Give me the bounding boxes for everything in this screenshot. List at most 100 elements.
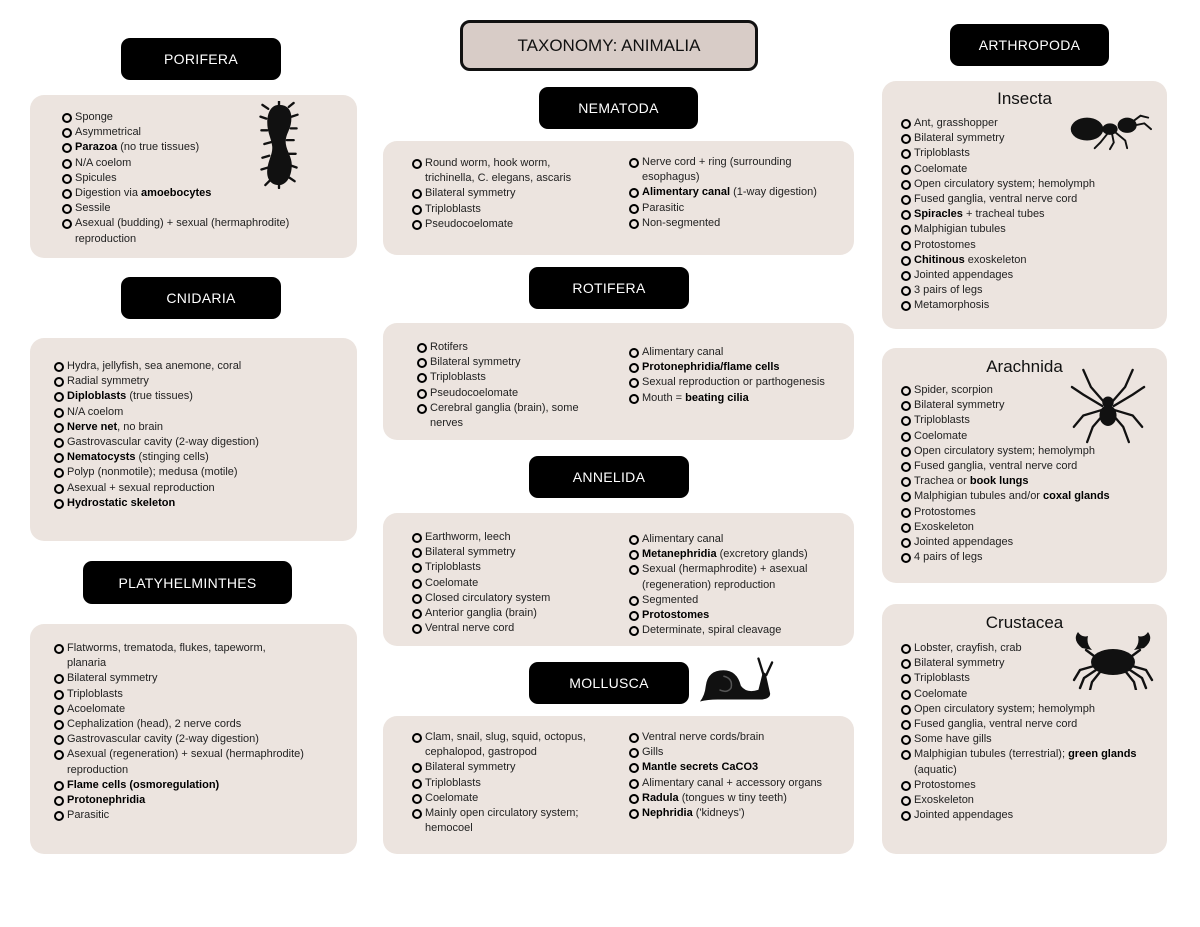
list-item: Triploblasts — [901, 413, 1163, 428]
item-text: Malphigian tubules and/or — [914, 490, 1044, 503]
list-item: Rotifers — [417, 340, 602, 355]
item-text: Jointed appendages — [914, 536, 1014, 549]
item-text: (stinging cells) — [135, 451, 209, 464]
list-item: Earthworm, leech — [412, 530, 607, 545]
list-item: Triploblasts — [901, 671, 1163, 686]
list-item: Sexual reproduction or parthogenesis — [629, 375, 829, 390]
crustacea-heading: Crustacea — [985, 613, 1064, 632]
list-item: Spiracles + tracheal tubes — [901, 207, 1163, 222]
item-text: Open circulatory system; hemolymph — [914, 444, 1095, 457]
bold-term: Alimentary canal — [642, 186, 731, 199]
item-text: Bilateral symmetry — [425, 761, 516, 774]
item-text: Open circulatory system; hemolymph — [914, 177, 1095, 190]
item-text: Triploblasts — [430, 371, 486, 384]
list-item: Jointed appendages — [901, 535, 1163, 550]
list-item: Ant, grasshopper — [901, 116, 1163, 131]
item-text: Alimentary canal — [642, 346, 724, 358]
item-text: Gastrovascular cavity (2-way digestion) — [67, 436, 259, 449]
item-text: (aquatic) — [914, 763, 957, 776]
item-text: Triploblasts — [914, 147, 970, 160]
item-text: Round worm, hook worm, trichinella, C. e… — [425, 157, 572, 185]
list-item: Coelomate — [412, 576, 607, 591]
list-item: Parasitic — [54, 808, 304, 823]
item-text: Triploblasts — [425, 776, 481, 789]
item-text: Protostomes — [914, 238, 976, 251]
list-item: Mouth = beating cilia — [629, 391, 829, 406]
list-item: Protonephridia — [54, 793, 304, 808]
item-text: Asexual (regeneration) + sexual (hermaph… — [67, 748, 304, 776]
list-item: Open circulatory system; hemolymph — [901, 444, 1163, 459]
item-text: Sexual (hermaphrodite) + asexual (regene… — [642, 563, 808, 591]
bold-term: Radula — [642, 791, 679, 804]
list-item: Mantle secrets CaCO3 — [629, 760, 844, 775]
item-text: exoskeleton — [964, 253, 1027, 266]
list-item: Alimentary canal (1-way digestion) — [629, 185, 844, 200]
item-text: Bilateral symmetry — [914, 399, 1005, 412]
list-item: Bilateral symmetry — [901, 656, 1163, 671]
list-item: Asexual + sexual reproduction — [54, 481, 344, 496]
list-item: Metanephridia (excretory glands) — [629, 547, 839, 562]
list-item: Jointed appendages — [901, 268, 1163, 283]
list-item: N/A coelom — [54, 405, 344, 420]
list-item: Flatworms, trematoda, flukes, tapeworm, … — [54, 641, 304, 671]
list-item: Bilateral symmetry — [412, 186, 602, 201]
item-text: Jointed appendages — [914, 269, 1014, 282]
list-item: Parazoa (no true tissues) — [62, 140, 320, 155]
item-text: Coelomate — [914, 687, 968, 700]
list-item: Non-segmented — [629, 216, 844, 231]
item-text: (no true tissues) — [117, 141, 200, 154]
bold-term: coxal glands — [1043, 490, 1110, 503]
item-text: Alimentary canal + accessory organs — [642, 776, 823, 789]
list-item: Pseudocoelomate — [412, 217, 602, 232]
bold-term: Protonephridia/flame cells — [642, 361, 780, 374]
item-text: Mouth = — [642, 391, 686, 404]
list-item: Round worm, hook worm, trichinella, C. e… — [412, 156, 602, 186]
item-text: Parasitic — [642, 201, 685, 214]
item-text: Cephalization (head), 2 nerve cords — [67, 718, 242, 731]
item-text: Closed circulatory system — [425, 591, 551, 604]
bold-term: Protonephridia — [67, 794, 146, 807]
bold-term: Parazoa — [75, 141, 118, 154]
list-item: Bilateral symmetry — [901, 131, 1163, 146]
list-item: Sexual (hermaphrodite) + asexual (regene… — [629, 562, 839, 592]
item-text: Sexual reproduction or parthogenesis — [642, 376, 825, 389]
list-item: Coelomate — [901, 687, 1163, 702]
list-item: Segmented — [629, 593, 839, 608]
list-item: Open circulatory system; hemolymph — [901, 702, 1163, 717]
list-item: Malphigian tubules — [901, 222, 1163, 237]
list-item: Lobster, crayfish, crab — [901, 641, 1163, 656]
bold-term: Protostomes — [642, 609, 710, 622]
item-text: Clam, snail, slug, squid, octopus, cepha… — [425, 731, 586, 759]
list-item: Fused ganglia, ventral nerve cord — [901, 192, 1163, 207]
list-item: Exoskeleton — [901, 793, 1163, 808]
list-item: Jointed appendages — [901, 808, 1163, 823]
crab-icon — [1072, 632, 1154, 690]
list-item: Parasitic — [629, 201, 844, 216]
list-item: Fused ganglia, ventral nerve cord — [901, 459, 1163, 474]
item-text: Rotifers — [430, 341, 468, 353]
item-text: Bilateral symmetry — [914, 657, 1005, 670]
list-item: Triploblasts — [412, 560, 607, 575]
list-item: Malphigian tubules and/or coxal glands — [901, 489, 1163, 504]
item-text: Triploblasts — [914, 414, 970, 427]
item-text: Fused ganglia, ventral nerve cord — [914, 460, 1078, 473]
item-text: Asexual (budding) + sexual (hermaphrodit… — [75, 217, 290, 245]
list-item: Protostomes — [901, 505, 1163, 520]
item-text: Bilateral symmetry — [425, 546, 516, 559]
item-text: Acoelomate — [67, 702, 126, 715]
list-item: Radial symmetry — [54, 374, 344, 389]
list-item: N/A coelom — [62, 156, 320, 171]
nematoda-panel: Round worm, hook worm, trichinella, C. e… — [383, 141, 854, 255]
list-item: Some have gills — [901, 732, 1163, 747]
list-item: Asexual (regeneration) + sexual (hermaph… — [54, 747, 304, 777]
item-text: Ventral nerve cord — [425, 622, 515, 635]
item-text: Lobster, crayfish, crab — [914, 642, 1022, 654]
insecta-heading: Insecta — [997, 89, 1052, 108]
bold-term: amoebocytes — [141, 187, 212, 200]
